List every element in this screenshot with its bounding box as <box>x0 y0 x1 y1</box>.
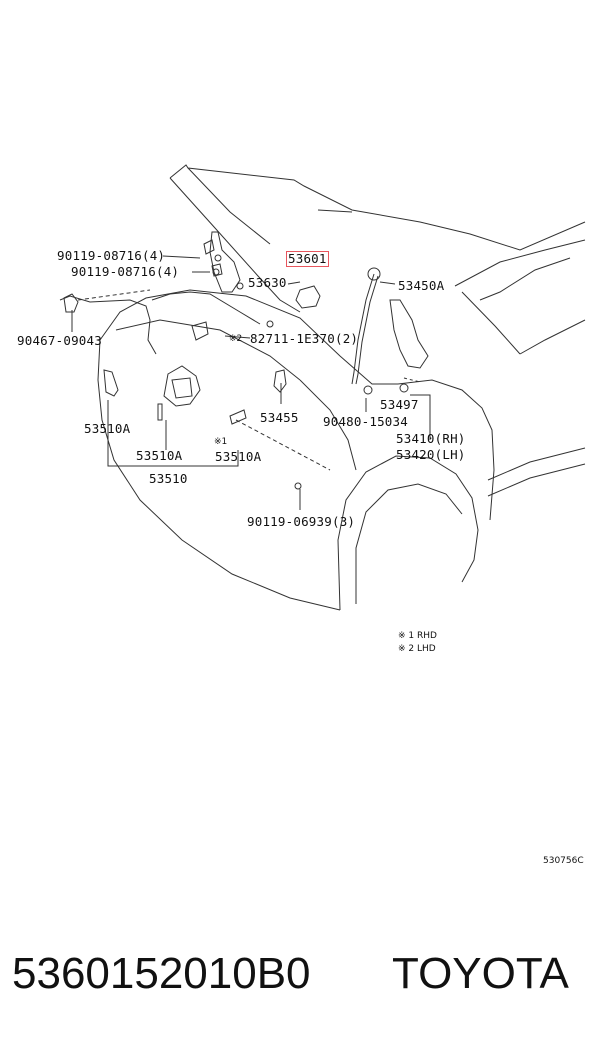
label-53497: 53497 <box>380 397 419 412</box>
hood-latch <box>163 365 201 407</box>
hood-outline <box>169 164 586 251</box>
label-90480-15034: 90480-15034 <box>323 414 408 429</box>
label-53630: 53630 <box>248 275 287 290</box>
windshield-outline <box>454 239 586 287</box>
wheel-arch <box>337 455 479 611</box>
label-90467-09043: 90467-09043 <box>17 333 102 348</box>
label-53420-lh: 53420(LH) <box>396 447 466 462</box>
label-53410-rh: 53410(RH) <box>396 431 466 446</box>
label-53510a-mid: 53510A <box>136 448 183 463</box>
label-90119-08716-b: 90119-08716(4) <box>71 264 180 279</box>
fender-outline <box>397 379 495 521</box>
reference-code: 530756C <box>543 856 584 866</box>
label-82711-1e370: 82711-1E370(2) <box>250 331 359 346</box>
release-cable <box>59 295 157 355</box>
label-53455: 53455 <box>260 410 299 425</box>
hood-support-rod <box>351 273 375 385</box>
note-lhd: ※ 2 LHD <box>398 644 436 654</box>
label-90119-06939: 90119-06939(3) <box>247 514 356 529</box>
label-53601-highlighted[interactable]: 53601 <box>286 251 329 267</box>
label-53510a-left: 53510A <box>84 421 131 436</box>
bumper-outline <box>97 339 341 611</box>
label-90119-08716-a: 90119-08716(4) <box>57 248 166 263</box>
label-53450a: 53450A <box>398 278 445 293</box>
brand-name: TOYOTA <box>392 949 569 998</box>
body-front <box>99 289 398 385</box>
part-number: 5360152010B0 <box>12 949 311 998</box>
hood-lock <box>295 285 321 309</box>
note-rhd: ※ 1 RHD <box>398 631 437 641</box>
mark-1-82711: ※2 <box>229 334 243 344</box>
hinge-rh <box>389 299 429 369</box>
mark-1-53510a: ※1 <box>214 437 228 447</box>
label-53510: 53510 <box>149 471 188 486</box>
label-53510a-right: 53510A <box>215 449 262 464</box>
hood-hinge <box>209 231 241 293</box>
